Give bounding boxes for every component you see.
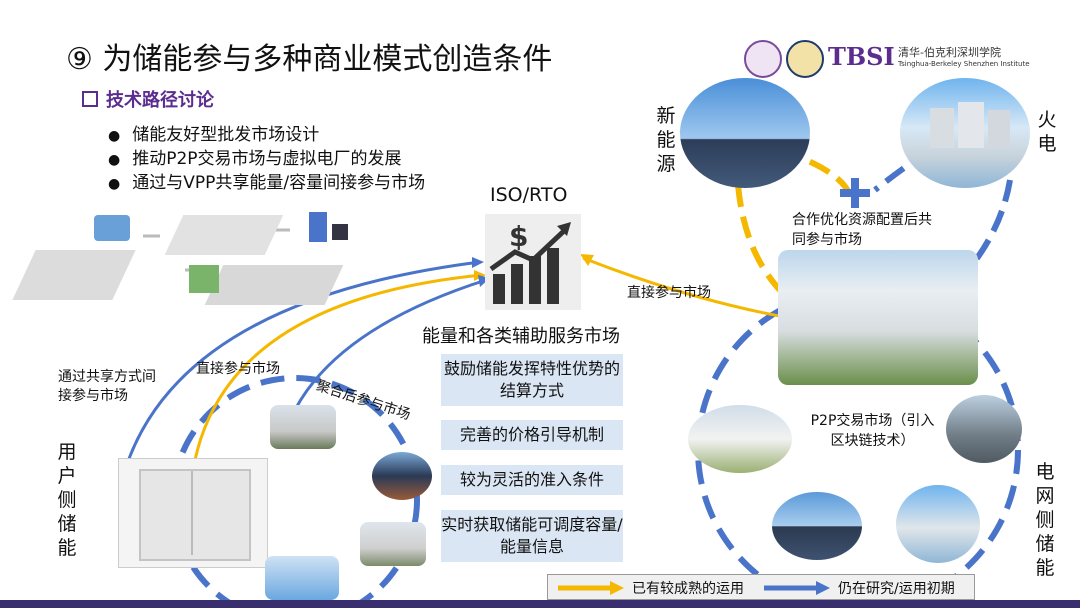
p2p-label: P2P交易市场（引入区块链技术） <box>805 411 940 451</box>
market-label-bottom: 能量和各类辅助服务市场 <box>422 322 620 348</box>
mechanism-box: 鼓励储能发挥特性优势的结算方式 <box>441 354 623 406</box>
cooling-tower <box>930 108 954 148</box>
container-photo <box>270 405 336 449</box>
legend-research: 仍在研究/运用初期 <box>838 578 955 598</box>
share-arrow <box>472 257 484 268</box>
cooling-tower <box>988 110 1010 148</box>
battery-icon <box>332 224 348 240</box>
plus-icon <box>840 178 870 208</box>
ev-icon <box>94 215 130 241</box>
thermal-label: 火电 <box>1036 108 1058 156</box>
svg-text:$: $ <box>509 220 528 253</box>
grid-block <box>12 250 135 300</box>
share-label: 通过共享方式间接参与市场 <box>58 368 158 406</box>
rising-chart-icon: $ <box>485 214 581 310</box>
footer-bar <box>0 600 1080 608</box>
cooling-tower <box>958 102 984 148</box>
yellow-arrow-icon <box>558 581 626 595</box>
legend: 已有较成熟的运用 仍在研究/运用初期 <box>547 574 975 600</box>
coop-label: 合作优化资源配置后共同参与市场 <box>792 210 942 250</box>
solar-farm-photo <box>772 492 862 560</box>
blue-arrow-icon <box>764 581 832 595</box>
cooling-tower-photo <box>896 485 980 563</box>
user-side-label: 用户侧储能 <box>56 440 78 560</box>
grid-block <box>165 215 284 255</box>
building-icon <box>309 212 327 242</box>
rooftop-solar-photo <box>372 452 432 500</box>
wind-solar-photo <box>680 78 810 188</box>
storage-containers-photo <box>688 405 792 473</box>
direct-market-label-right: 直接参与市场 <box>627 282 711 302</box>
grid-side-label: 电网侧储能 <box>1034 460 1056 580</box>
market-label-top: ISO/RTO <box>490 184 567 206</box>
smart-grid-illustration <box>24 210 354 310</box>
grid-block <box>205 265 344 305</box>
mechanism-box: 较为灵活的准入条件 <box>441 465 623 495</box>
grid-storage-station-photo <box>778 250 978 385</box>
charging-station-photo <box>265 556 339 600</box>
house-icon <box>189 265 219 293</box>
market-icon: $ <box>485 214 581 310</box>
mechanism-box: 完善的价格引导机制 <box>441 420 623 450</box>
new-energy-label: 新能源 <box>655 104 677 176</box>
mechanism-box: 实时获取储能可调度容量/能量信息 <box>441 510 623 562</box>
storage-plant-photo <box>946 395 1022 463</box>
legend-mature: 已有较成熟的运用 <box>632 578 744 598</box>
thermal-plant-photo <box>900 78 1030 188</box>
container-photo <box>360 522 426 566</box>
direct-market-label-left: 直接参与市场 <box>196 358 280 378</box>
user-storage-cabinet-photo <box>118 458 268 568</box>
